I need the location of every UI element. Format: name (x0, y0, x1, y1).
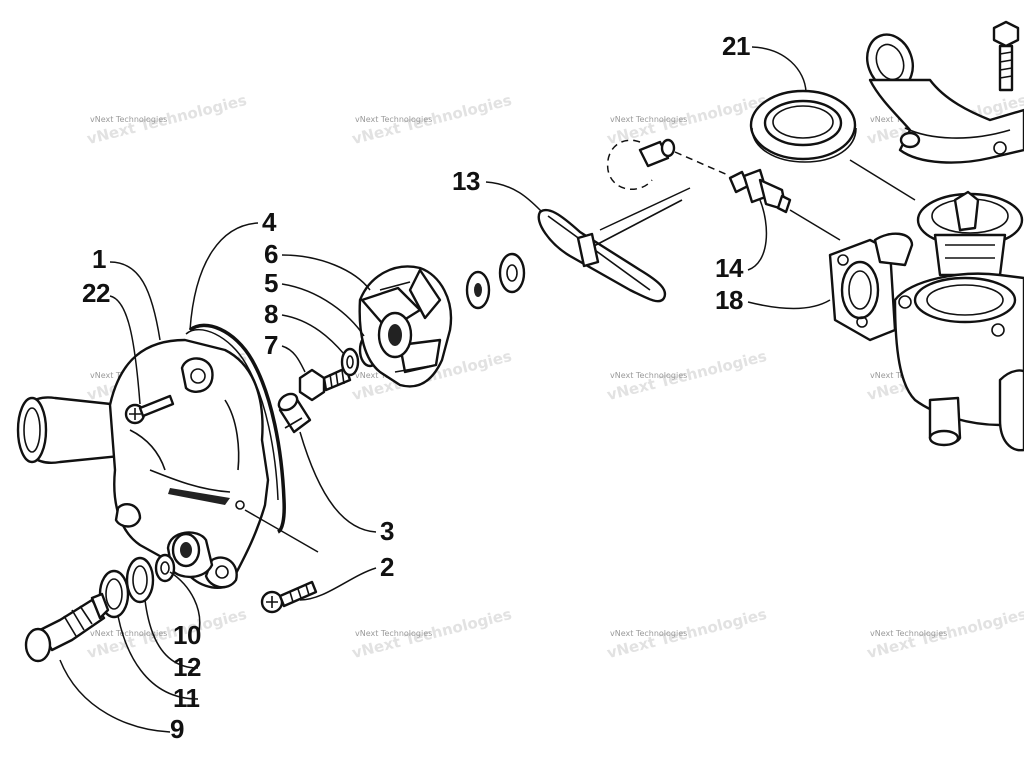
callout-label-2: 2 (380, 552, 394, 582)
callout-label-11: 11 (173, 683, 200, 713)
watermark-text: vNext Technologies (870, 629, 947, 638)
callout-label-13: 13 (452, 166, 480, 196)
callout-label-3: 3 (380, 516, 394, 546)
ring-12-part (125, 556, 155, 604)
callout-label-1: 1 (92, 244, 106, 274)
callout-label-7: 7 (264, 330, 278, 360)
watermark-text: vNext Technologies (355, 629, 432, 638)
impeller-washer-pair (465, 252, 526, 310)
wire-harness-dashed (606, 138, 731, 190)
callout-label-8: 8 (264, 299, 278, 329)
callout-label-4: 4 (262, 207, 277, 237)
thermostat-cover-part (866, 33, 1024, 164)
spacer-sleeve-3-part (277, 392, 312, 434)
o-ring-4-part (185, 323, 286, 534)
callout-label-22: 22 (82, 278, 110, 308)
screw-2-part (260, 580, 318, 614)
impeller-6-part (358, 265, 453, 388)
callout-label-6: 6 (264, 239, 278, 269)
washer-8-part (340, 347, 360, 377)
thermostat-part (916, 190, 1024, 277)
washer-10-part (154, 553, 176, 583)
pump-housing-part (16, 338, 270, 589)
drain-plug-9-part (24, 592, 110, 663)
watermark-text: vNext Technologies (90, 115, 167, 124)
callout-label-5: 5 (264, 268, 278, 298)
screw-22-part (124, 394, 175, 425)
thermostat-housing-18-part (828, 232, 1024, 452)
callout-label-14: 14 (715, 253, 744, 283)
cover-bolt-part (992, 20, 1020, 92)
watermark-text: vNext Technologies (355, 115, 432, 124)
seal-ring-21-part (749, 89, 857, 163)
callout-label-18: 18 (715, 285, 743, 315)
watermark-text: vNext Technologies (610, 115, 687, 124)
watermark-text: vNext Technologies (90, 629, 167, 638)
callout-label-9: 9 (170, 714, 184, 744)
cable-tie-13-part (537, 199, 683, 303)
temp-sensor-14-part (728, 168, 792, 214)
leader-lines (59, 46, 916, 733)
callout-label-21: 21 (722, 31, 750, 61)
watermark-text: vNext Technologies (610, 371, 687, 380)
callout-label-10: 10 (173, 620, 201, 650)
bolt-7-part (298, 366, 352, 402)
callout-label-12: 12 (173, 652, 201, 682)
watermark-text: vNext Technologies (610, 629, 687, 638)
